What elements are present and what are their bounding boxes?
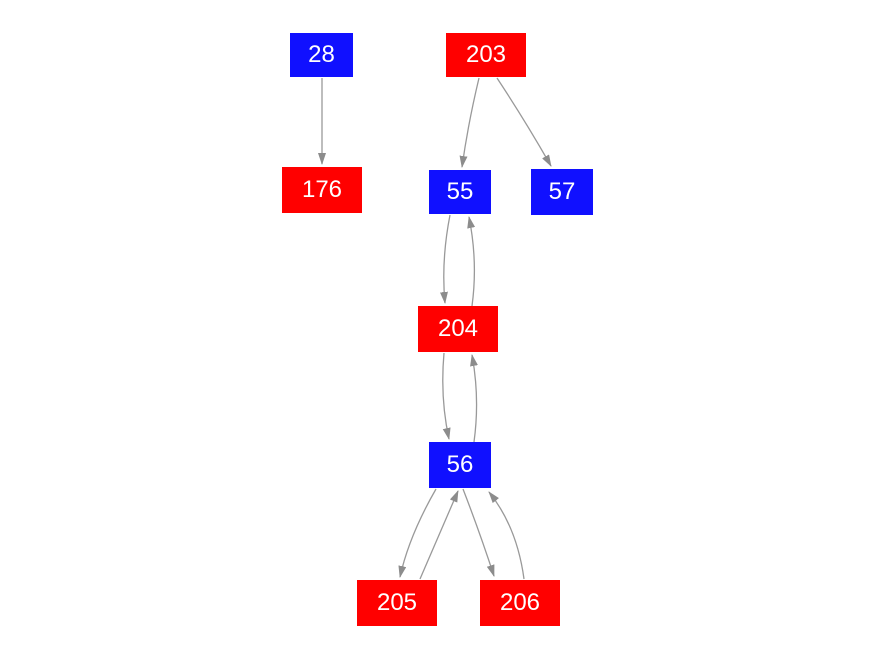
edge-56-205 — [398, 488, 437, 578]
edge-55-204 — [439, 214, 451, 304]
edge-56-206 — [462, 488, 495, 577]
node-label: 204 — [437, 315, 479, 342]
graph-node-203[interactable]: 203 — [446, 33, 526, 77]
node-label: 206 — [499, 589, 541, 616]
graph-node-57[interactable]: 57 — [531, 169, 593, 215]
node-label: 28 — [308, 41, 335, 68]
graph-node-176[interactable]: 176 — [282, 167, 362, 213]
edge-205-56 — [419, 490, 459, 580]
edge-56-204 — [470, 354, 478, 443]
graph-node-206[interactable]: 206 — [480, 580, 560, 626]
node-label: 176 — [301, 176, 343, 203]
edge-204-55 — [467, 216, 476, 307]
graph-node-28[interactable]: 28 — [290, 33, 353, 77]
node-label: 203 — [465, 41, 507, 68]
edge-203-55 — [459, 77, 480, 168]
node-label: 205 — [376, 589, 418, 616]
graph-node-205[interactable]: 205 — [357, 580, 437, 626]
graph-node-56[interactable]: 56 — [429, 442, 491, 488]
graph-node-204[interactable]: 204 — [418, 306, 498, 352]
edge-203-57 — [496, 77, 552, 167]
node-label: 55 — [446, 178, 474, 205]
node-label: 57 — [548, 178, 576, 205]
node-label: 56 — [446, 451, 474, 478]
edge-204-56 — [442, 352, 451, 440]
edges-group — [318, 77, 552, 580]
graph-node-55[interactable]: 55 — [429, 170, 491, 214]
edge-206-56 — [488, 491, 525, 580]
